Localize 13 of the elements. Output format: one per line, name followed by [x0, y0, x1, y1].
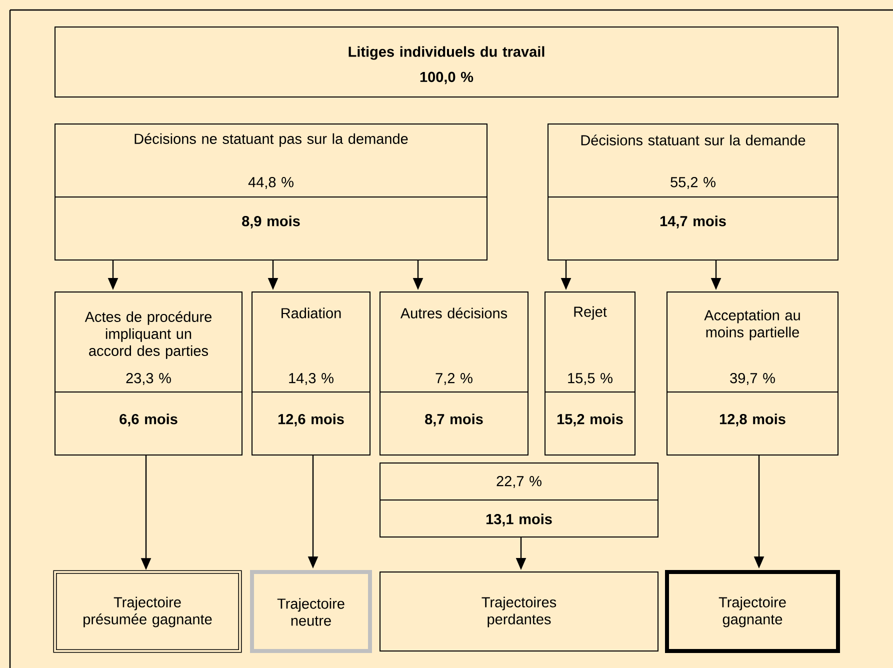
title-box: Litiges individuels du travail 100,0 % — [54, 26, 838, 98]
category-box: Décisions statuant sur la demande 55,2 % 14,7 mois — [548, 124, 838, 260]
outcome-box: Trajectoire gagnante — [665, 570, 840, 653]
category-box: Décisions ne statuant pas sur la demande 44,8 % 8,9 mois — [54, 124, 488, 260]
outcome-box: Trajectoires perdantes — [380, 572, 658, 652]
category-box: Autres décisions 7,2 % 8,7 mois — [380, 292, 528, 456]
outcome-box: Trajectoire neutre — [250, 570, 372, 653]
category-box: 22,7 % 13,1 mois — [380, 462, 658, 538]
category-box: Rejet 15,5 % 15,2 mois — [544, 292, 636, 456]
category-box: Acceptation au moins partielle 39,7 % 12,8 mois — [666, 292, 838, 456]
category-box: Actes de procédure impliquant un accord des parties 23,3 % 6,6 mois — [54, 292, 242, 456]
outcome-box: Trajectoire présumée gagnante — [53, 570, 242, 653]
category-box: Radiation 14,3 % 12,6 mois — [252, 292, 370, 456]
